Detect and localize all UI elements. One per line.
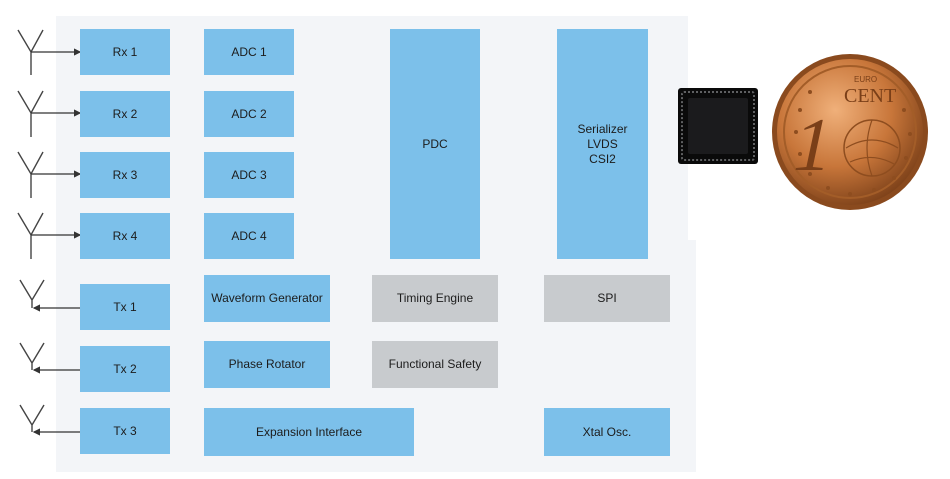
waveform-generator-block: Waveform Generator — [204, 275, 330, 322]
serializer-label: Serializer — [577, 121, 628, 136]
chip-photo — [678, 88, 758, 164]
lvds-label: LVDS — [587, 136, 618, 151]
rx-block-3: Rx 3 — [80, 152, 170, 198]
diagram-panel-extension — [688, 240, 696, 472]
spi-block: SPI — [544, 275, 670, 322]
phase-rotator-block: Phase Rotator — [204, 341, 330, 388]
serializer-block: Serializer LVDS CSI2 — [557, 29, 648, 259]
adc-block-1: ADC 1 — [204, 29, 294, 75]
timing-engine-block: Timing Engine — [372, 275, 498, 322]
rx-block-1: Rx 1 — [80, 29, 170, 75]
antenna-icon — [19, 279, 45, 432]
coin-photo: 1 CENT EURO — [772, 54, 928, 210]
adc-block-3: ADC 3 — [204, 152, 294, 198]
adc-block-4: ADC 4 — [204, 213, 294, 259]
coin-euro-text: EURO — [854, 75, 877, 84]
tx-block-3: Tx 3 — [80, 408, 170, 454]
pdc-block: PDC — [390, 29, 480, 259]
coin-cent-text: CENT — [844, 85, 896, 107]
rx-block-2: Rx 2 — [80, 91, 170, 137]
chip-pads — [681, 91, 755, 161]
tx-block-1: Tx 1 — [80, 284, 170, 330]
expansion-interface-block: Expansion Interface — [204, 408, 414, 456]
xtal-osc-block: Xtal Osc. — [544, 408, 670, 456]
rx-block-4: Rx 4 — [80, 213, 170, 259]
chip-die — [688, 98, 748, 154]
tx-block-2: Tx 2 — [80, 346, 170, 392]
antenna-icon — [17, 29, 44, 259]
functional-safety-block: Functional Safety — [372, 341, 498, 388]
adc-block-2: ADC 2 — [204, 91, 294, 137]
csi2-label: CSI2 — [589, 151, 616, 166]
